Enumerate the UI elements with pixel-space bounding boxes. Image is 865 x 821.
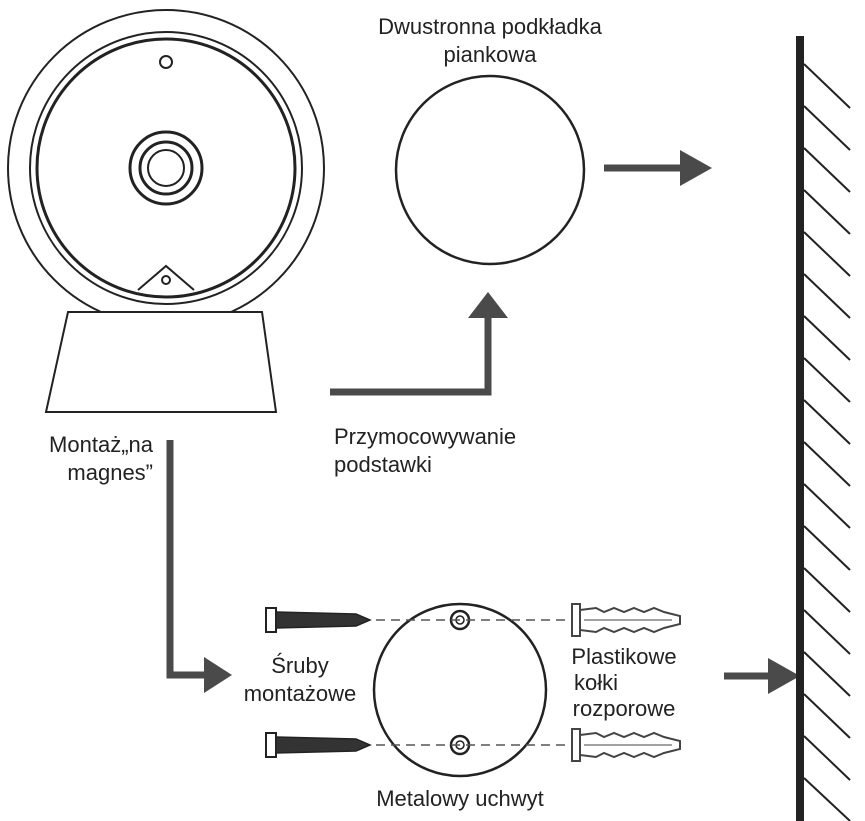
wall-hatching — [803, 63, 851, 821]
arrow-magnet-to-bracket — [166, 440, 208, 679]
base-mounting-label-line2: podstawki — [334, 452, 432, 477]
magnet-mount-label-line1: Montaż„na — [49, 432, 154, 457]
camera-outer-ring — [7, 9, 325, 327]
arrow-base-to-pad — [330, 316, 492, 396]
foam-pad-label-line2: piankowa — [444, 42, 538, 67]
camera-small-hole — [159, 55, 173, 69]
screws-label-line2: montażowe — [244, 681, 357, 706]
magnet-mount-label-line2: magnes” — [67, 460, 153, 485]
base-mounting-label-line1: Przymocowywanie — [334, 424, 516, 449]
screw-bottom — [265, 732, 372, 758]
camera-notch-hole — [161, 275, 171, 285]
foam-pad — [394, 74, 586, 266]
arrow-to-wall-top-head — [680, 150, 712, 186]
screw-top — [265, 607, 372, 633]
anchors-label-line3: rozporowe — [573, 696, 676, 721]
guide-lines — [376, 619, 570, 746]
camera-bottom-notch — [137, 264, 195, 291]
camera-device — [7, 9, 325, 413]
bracket-label: Metalowy uchwyt — [376, 786, 544, 811]
metal-bracket — [372, 602, 548, 778]
arrows — [166, 163, 776, 680]
screws-label-line1: Śruby — [271, 653, 328, 678]
foam-pad-label-line1: Dwustronna podkładka — [378, 14, 603, 39]
wall — [796, 36, 851, 821]
camera-lens-outer — [128, 130, 204, 206]
anchors-label-line2: kołki — [574, 670, 618, 695]
arrow-base-to-pad-head — [468, 292, 508, 318]
anchor-top — [571, 603, 681, 637]
camera-mid-ring — [29, 31, 303, 305]
camera-inner-ring — [35, 37, 297, 299]
arrow-to-wall-bottom-head — [768, 658, 800, 694]
arrow-magnet-head — [204, 657, 232, 693]
camera-stand — [44, 311, 278, 413]
anchors-label-line1: Plastikowe — [571, 644, 676, 669]
bracket-plate — [372, 602, 548, 778]
camera-lens-mid — [138, 140, 194, 196]
anchor-bottom — [571, 728, 681, 762]
camera-lens-inner — [147, 149, 185, 187]
